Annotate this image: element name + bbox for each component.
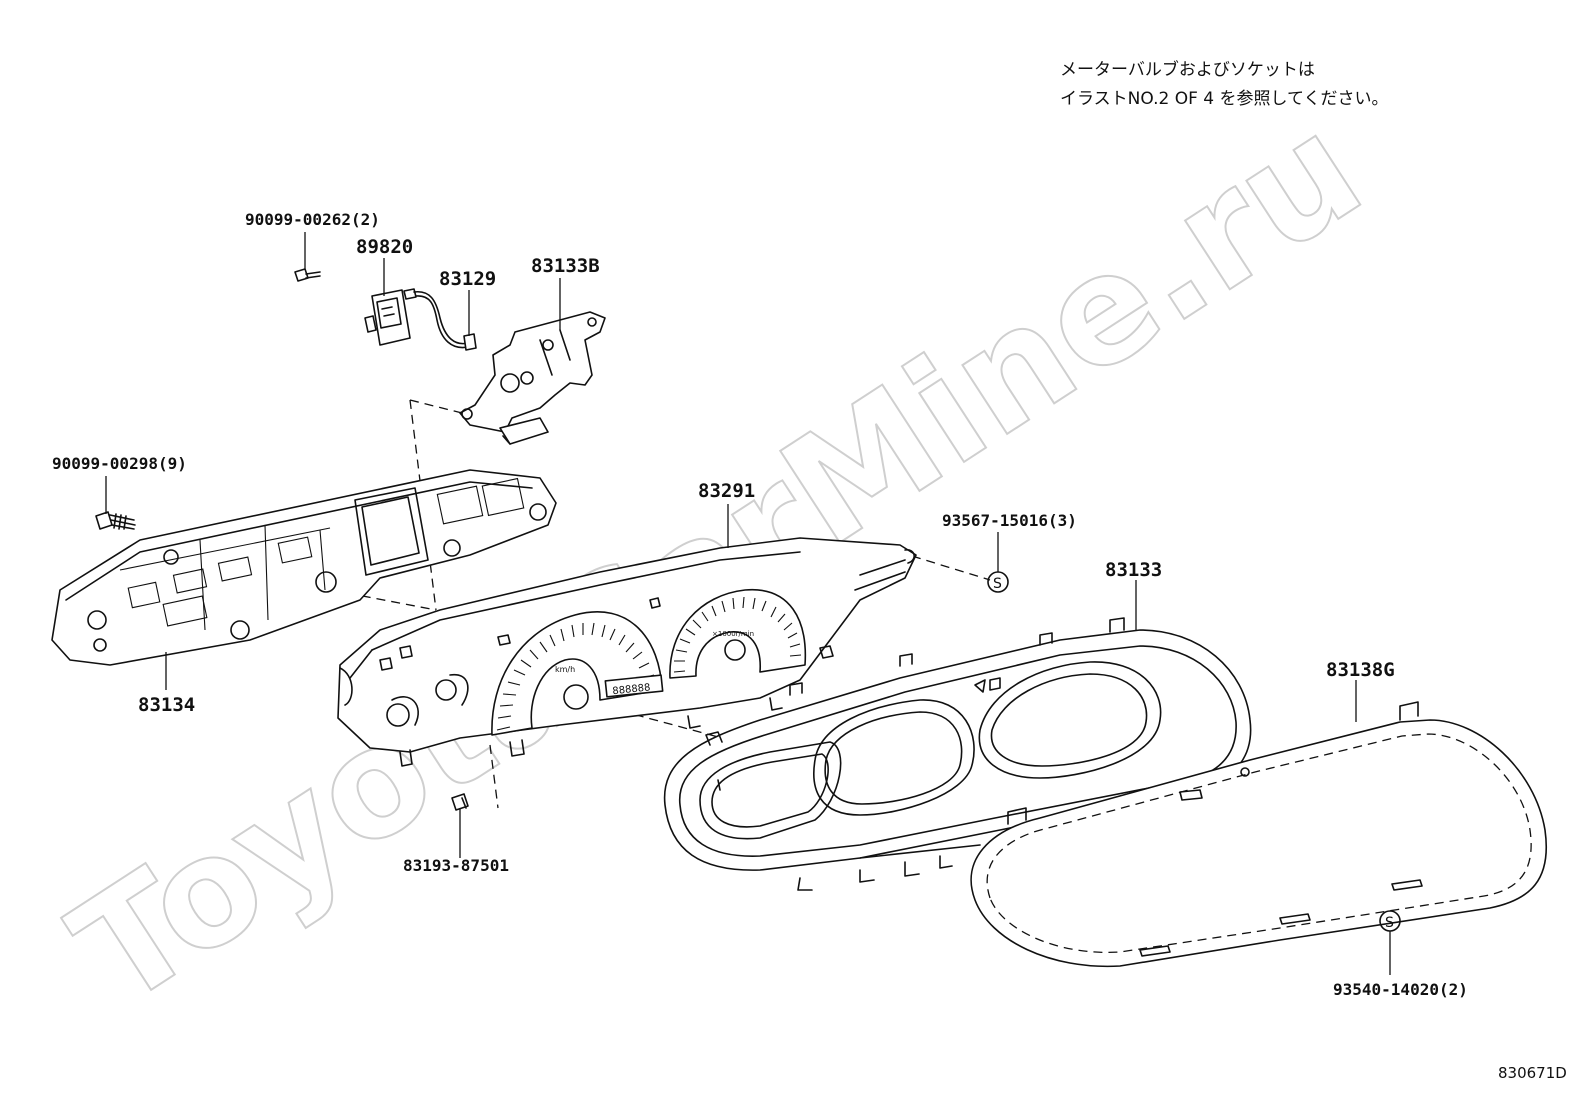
label-back-plate: 83134 xyxy=(138,694,195,716)
label-wire-harness: 83129 xyxy=(439,268,496,290)
label-glass-cover: 83138G xyxy=(1326,659,1395,681)
clip-s-upper-icon: S xyxy=(987,571,1009,593)
label-meter-plate: 83291 xyxy=(698,480,755,502)
speedometer-ticks xyxy=(496,622,658,731)
lens-frame-icon xyxy=(663,617,1252,891)
clip-s-lower-symbol: S xyxy=(1385,915,1394,931)
label-clip-s-lower: 93540-14020(2) xyxy=(1333,980,1468,999)
label-bracket-upper: 83133B xyxy=(531,255,600,277)
tachometer-ticks xyxy=(673,596,802,673)
wire-harness-icon xyxy=(413,291,477,351)
part-labels: 90099-00262(2) 89820 83129 83133B 90099-… xyxy=(52,210,1468,999)
screw-small-icon xyxy=(294,268,321,282)
screw-long-icon xyxy=(95,511,136,530)
speedometer-unit: km/h xyxy=(555,665,575,674)
screw-bottom-icon xyxy=(451,793,469,811)
odometer-display: 888888 xyxy=(612,682,651,697)
leader-lines xyxy=(105,232,1391,975)
label-lens-frame: 83133 xyxy=(1105,559,1162,581)
sensor-icon xyxy=(364,288,417,346)
glass-cover-icon xyxy=(970,701,1547,968)
label-sensor: 89820 xyxy=(356,236,413,258)
drawing-code: 830671D xyxy=(1498,1064,1567,1082)
label-clip-s-upper: 93567-15016(3) xyxy=(942,511,1077,530)
clip-s-upper-symbol: S xyxy=(993,576,1002,592)
bracket-upper-icon xyxy=(459,311,606,445)
note-line-1: メーターバルブおよびソケットは xyxy=(1060,60,1315,80)
label-screw-small: 90099-00262(2) xyxy=(245,210,380,229)
label-screw-long: 90099-00298(9) xyxy=(52,454,187,473)
back-plate-icon xyxy=(51,469,557,666)
note-line-2: イラストNO.2 OF 4 を参照してください。 xyxy=(1060,89,1389,109)
tachometer-unit: ×1000r/min xyxy=(712,630,754,638)
label-screw-bottom: 83193-87501 xyxy=(403,856,509,875)
meter-plate-icon: km/h 888888 ×1000r/min xyxy=(337,537,917,767)
